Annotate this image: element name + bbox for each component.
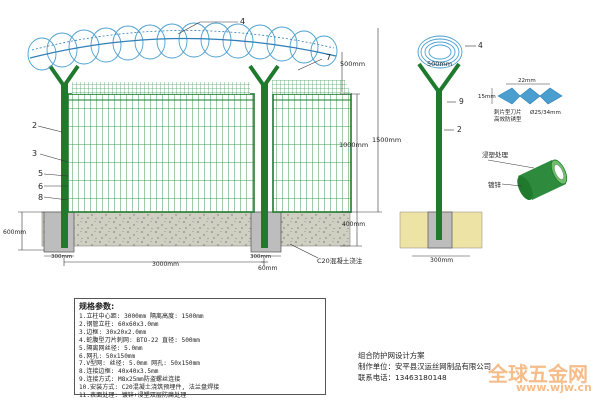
- dim-500-top: 500mm: [340, 60, 365, 68]
- spec-line: 7.V型网: 丝径: 5.0mm 网孔: 50x150mm: [79, 360, 200, 368]
- dim-60: 60mm: [258, 265, 277, 272]
- spec-line: 11.表面处理: 镀锌+浸塑双层防腐处理: [79, 392, 187, 400]
- y-arm-left: [48, 64, 80, 90]
- concrete-base: [41, 211, 351, 247]
- dim-1500: 1500mm: [372, 136, 401, 144]
- spec-line: 9.连接方式: M8x25mm防盗螺丝连接: [79, 376, 181, 384]
- dim-300-left: 300mm: [51, 254, 72, 260]
- right-callout-9: 9: [459, 97, 464, 106]
- callout-4: 4: [240, 17, 245, 26]
- dim-1000: 1000mm: [339, 141, 368, 149]
- razor-coil: [27, 22, 338, 71]
- section-y-arm: [417, 62, 461, 96]
- phone-line: 联系电话：13463180148: [358, 373, 447, 382]
- spec-line: 10.安装方式: C20混凝土浇筑预埋件, 法兰盘焊接: [79, 384, 220, 392]
- callout-3: 3: [32, 149, 37, 158]
- company-info: 组合防护网设计方案 制作单位：安平县汉运丝网制品有限公司 联系电话：134631…: [358, 350, 491, 383]
- dim-3000: 3000mm: [152, 261, 179, 268]
- right-dim-300: 300mm: [430, 257, 453, 264]
- post-left: [61, 84, 68, 248]
- dim-22: 22mm: [518, 78, 536, 84]
- spec-line: 3.边框: 30x20x2.0mm: [79, 328, 147, 336]
- fence-section: 4 9 2 500mm 300mm: [399, 35, 483, 264]
- v-mesh-right: [272, 80, 351, 94]
- spec-line: 2.钢管立柱: 60x60x3.0mm: [79, 320, 159, 328]
- dim-15: 15mm: [478, 94, 496, 100]
- y-arm-mid: [248, 64, 280, 90]
- plastic-label: 浸塑处理: [482, 150, 509, 159]
- v-mesh-left: [72, 82, 250, 94]
- watermark-url: www.wjw.cn: [516, 381, 592, 394]
- callout-5: 5: [38, 169, 43, 178]
- spec-line: 1.立柱中心距: 3000mm 隔离高度: 1500mm: [79, 313, 204, 320]
- callout-8: 8: [38, 193, 43, 202]
- blade-label-1: 刺片型刀片: [494, 108, 522, 116]
- dim-600: 600mm: [3, 229, 26, 236]
- blade-detail: 22mm 15mm 刺片型刀片 高效防锈型 Ø25/34mm: [478, 78, 563, 123]
- spec-panel: 规格参数: 1.立柱中心距: 3000mm 隔离高度: 1500mm 2.钢管立…: [74, 298, 326, 399]
- post-mid: [261, 84, 268, 248]
- maker-line: 制作单位：安平县汉运丝网制品有限公司: [358, 362, 492, 371]
- blade-label-2: 高效防锈型: [494, 115, 522, 123]
- pipe-detail: 浸塑处理 镀锌: [482, 150, 568, 201]
- dim-300-right: 300mm: [250, 254, 271, 260]
- design-title: 组合防护网设计方案: [358, 351, 425, 360]
- concrete-note: C20混凝土浇注: [317, 256, 363, 265]
- spec-line: 4.蛇腹型刀片刺网: BTO-22 直径: 500mm: [79, 336, 200, 344]
- section-razor-coil: [417, 35, 463, 69]
- callout-2: 2: [32, 121, 37, 130]
- right-callout-2: 2: [457, 125, 462, 134]
- spec-line: 6.网孔: 50x150mm: [79, 352, 136, 360]
- galv-label: 镀锌: [488, 180, 502, 189]
- dim-400: 400mm: [342, 221, 365, 228]
- spec-line: 8.连接边框: 40x40x3.5mm: [79, 368, 159, 376]
- watermark-brand: 全球五金网: [488, 362, 588, 386]
- fence-elevation: 4 7 2 3 5 6 8 500mm 1000mm 1500mm 400mm …: [3, 17, 401, 272]
- mesh-panel-left: [67, 93, 255, 213]
- callout-6: 6: [38, 182, 43, 191]
- spec-line: 5.隔离网丝径: 5.0mm: [79, 344, 143, 352]
- mesh-panel-right: [272, 93, 352, 213]
- callout-7: 7: [326, 53, 331, 62]
- dim-diameter: Ø25/34mm: [530, 109, 561, 116]
- footing-left: [43, 211, 75, 253]
- spec-title: 规格参数:: [79, 302, 115, 311]
- right-callout-4: 4: [478, 41, 483, 50]
- right-dim-500: 500mm: [427, 60, 452, 68]
- section-post: [436, 90, 442, 240]
